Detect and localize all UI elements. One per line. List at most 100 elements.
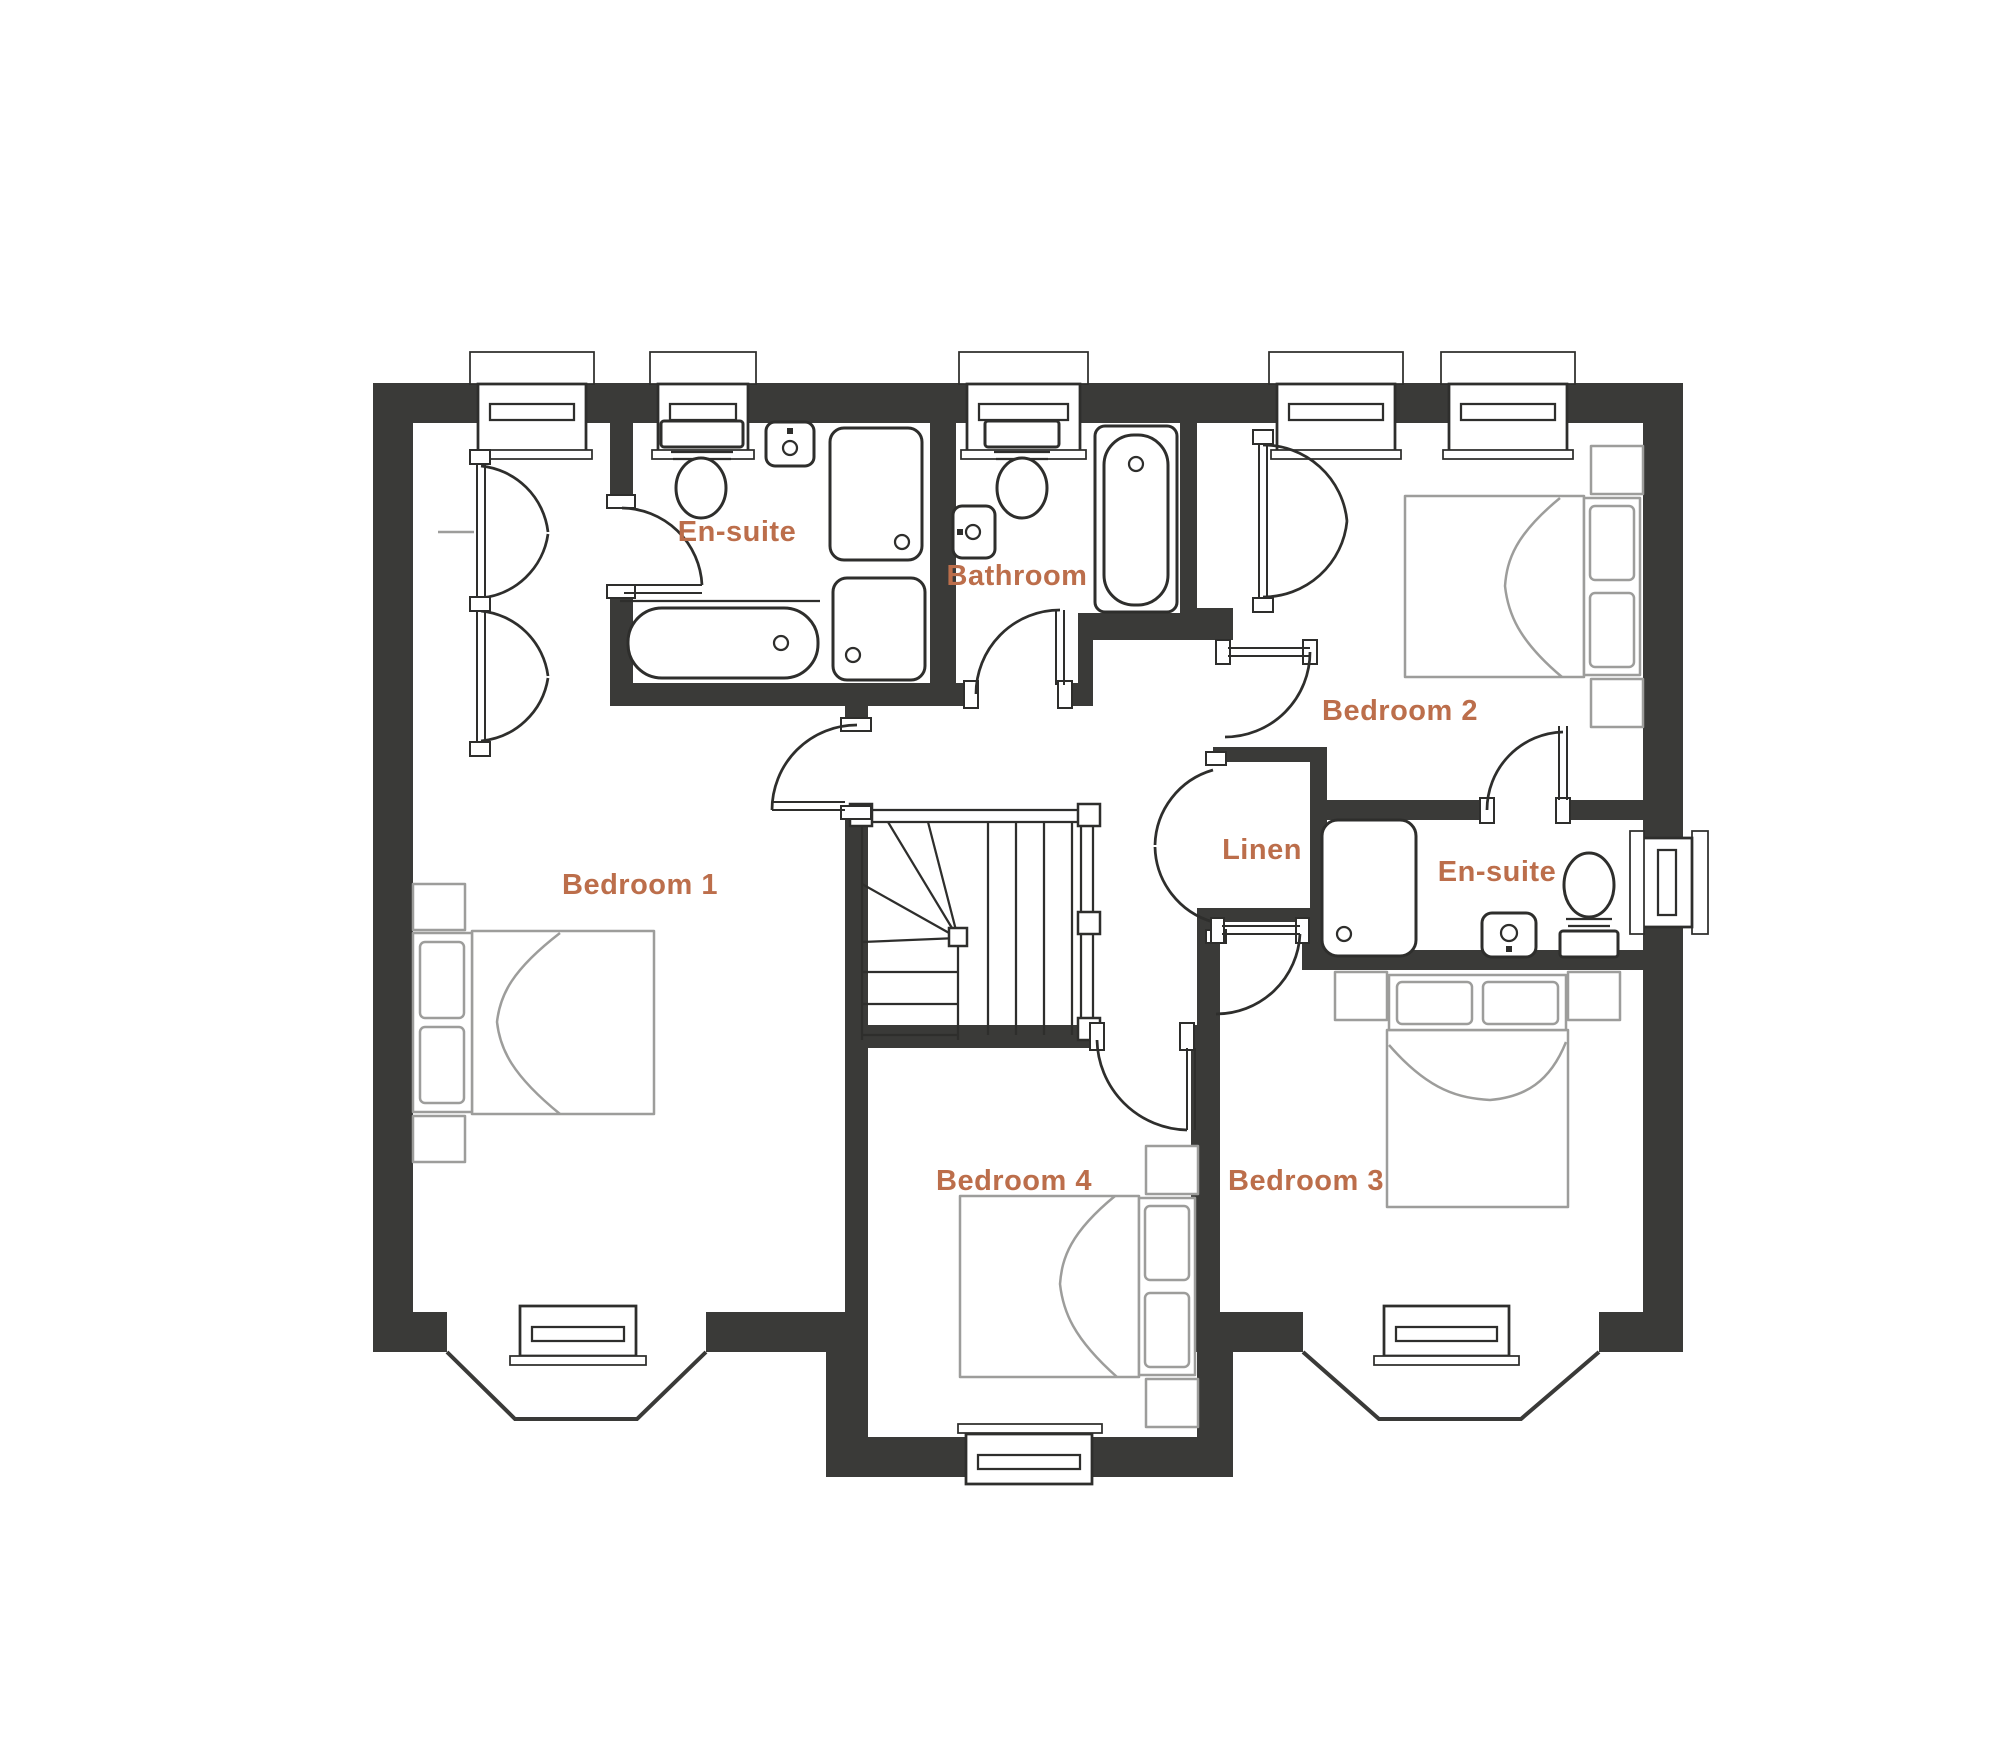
door-jamb bbox=[1295, 917, 1310, 944]
wall-bed4-right bbox=[1197, 1352, 1233, 1477]
window-glazing bbox=[977, 402, 1070, 422]
basin-drain bbox=[781, 439, 799, 457]
wall-ensuite1-bathroom-divider bbox=[930, 423, 956, 683]
window-outer-sill bbox=[958, 351, 1089, 385]
room-label-bathroom: Bathroom bbox=[947, 560, 1088, 592]
stair-newel-post bbox=[947, 926, 969, 948]
wall-ensuite1-left bbox=[610, 423, 633, 508]
window-inner-sill bbox=[957, 1423, 1103, 1434]
door-jamb bbox=[1215, 639, 1231, 665]
door-jamb bbox=[606, 584, 636, 599]
window bbox=[1268, 351, 1404, 460]
basin-drain bbox=[1499, 923, 1519, 943]
room-label-bedroom4: Bedroom 4 bbox=[936, 1165, 1092, 1197]
door-swing-arc bbox=[1215, 933, 1302, 1016]
stairs bbox=[848, 802, 1102, 1042]
bath-icon bbox=[1093, 424, 1179, 614]
wall-bedroom2-stub bbox=[1197, 608, 1233, 640]
wall-landing-bedroom4 bbox=[845, 1025, 1097, 1048]
wall-ensuite2-top bbox=[1563, 800, 1643, 820]
bed-fold bbox=[1503, 497, 1563, 678]
door-jamb bbox=[469, 741, 491, 757]
stair-winder bbox=[926, 821, 960, 939]
toilet-bowl bbox=[674, 456, 728, 520]
bed-pillow bbox=[1588, 591, 1636, 669]
bed-pillow bbox=[1395, 980, 1474, 1026]
stair-winder bbox=[861, 883, 959, 939]
window-inner-sill bbox=[1270, 449, 1402, 460]
bath-tub bbox=[1102, 433, 1170, 607]
bath-icon bbox=[620, 599, 820, 680]
ensuite1-fixtures bbox=[620, 419, 927, 682]
bed-pillow bbox=[1143, 1204, 1191, 1282]
door-bedroom4 bbox=[1089, 1022, 1196, 1132]
shower-icon bbox=[828, 426, 924, 562]
window-glazing bbox=[1287, 402, 1385, 422]
nightstand bbox=[1589, 677, 1645, 729]
window-bedroom4 bbox=[957, 1423, 1103, 1486]
toilet-icon bbox=[659, 419, 745, 520]
bath-tap bbox=[1127, 455, 1145, 473]
door-jamb bbox=[1252, 597, 1274, 613]
door-bathroom bbox=[963, 608, 1073, 709]
nightstand bbox=[411, 882, 467, 932]
wardrobe-door-arc bbox=[480, 677, 550, 743]
window bbox=[1440, 351, 1576, 460]
wardrobe bbox=[1252, 429, 1349, 613]
wardrobe-door-arc bbox=[480, 609, 550, 677]
door-bedroom2 bbox=[1215, 639, 1318, 739]
bedroom2-furniture bbox=[1252, 429, 1645, 729]
door-ensuite1 bbox=[606, 494, 704, 599]
nightstand bbox=[1566, 970, 1622, 1022]
room-labels: Bedroom 1 En-suite Bathroom Bedroom 2 Li… bbox=[562, 516, 1556, 1197]
door-swing-arc bbox=[1095, 1039, 1188, 1132]
wall-ensuite1-left bbox=[610, 592, 633, 706]
shower-tray bbox=[831, 576, 927, 682]
wardrobe bbox=[438, 449, 550, 757]
nightstand bbox=[1144, 1144, 1200, 1196]
window-glazing bbox=[1656, 848, 1678, 917]
wall-bath-alcove bbox=[1083, 613, 1197, 640]
shower-drain bbox=[844, 646, 862, 664]
wall-right bbox=[1643, 927, 1683, 1352]
window-glazing bbox=[976, 1453, 1082, 1471]
wall-linen-top bbox=[1213, 747, 1327, 762]
bed-mattress bbox=[958, 1194, 1141, 1379]
window-glazing bbox=[668, 402, 738, 422]
door-jamb bbox=[469, 596, 491, 612]
stair-winder bbox=[887, 821, 959, 939]
bed-fold bbox=[1058, 1195, 1118, 1378]
shower-tray bbox=[1320, 818, 1418, 958]
room-label-bedroom3: Bedroom 3 bbox=[1228, 1165, 1384, 1197]
bed-pillow bbox=[1481, 980, 1560, 1026]
window-inner-sill bbox=[1442, 449, 1574, 460]
wall-top bbox=[1080, 383, 1277, 423]
door-jamb bbox=[963, 680, 979, 709]
door-jamb bbox=[1555, 797, 1571, 824]
wall-top bbox=[1395, 383, 1449, 423]
door-bedroom1 bbox=[770, 717, 872, 820]
door-jamb bbox=[1252, 429, 1274, 445]
wall-bed4-bottom bbox=[826, 1437, 966, 1477]
basin-body bbox=[764, 420, 816, 468]
basin-tap bbox=[787, 428, 793, 434]
bath-tub bbox=[626, 606, 820, 680]
bay-window-bedroom3 bbox=[1301, 1304, 1601, 1421]
shower-icon bbox=[1320, 818, 1418, 958]
wall-bathroom-right bbox=[1180, 423, 1197, 640]
wall-ensuite2-top bbox=[1310, 800, 1487, 820]
basin-tap bbox=[957, 529, 963, 535]
bed-pillow bbox=[1588, 504, 1636, 582]
window-glazing bbox=[530, 1325, 626, 1343]
bed-mattress bbox=[470, 929, 656, 1116]
door-jamb bbox=[1057, 680, 1073, 709]
stair-newel-post bbox=[1076, 802, 1102, 828]
doors bbox=[606, 494, 1571, 1132]
bed-fold bbox=[1388, 1041, 1568, 1102]
door-jamb bbox=[1205, 751, 1227, 766]
wall-ensuite1-bottom bbox=[610, 683, 978, 706]
nightstand bbox=[411, 1114, 467, 1164]
bedroom3-furniture bbox=[1333, 970, 1622, 1209]
